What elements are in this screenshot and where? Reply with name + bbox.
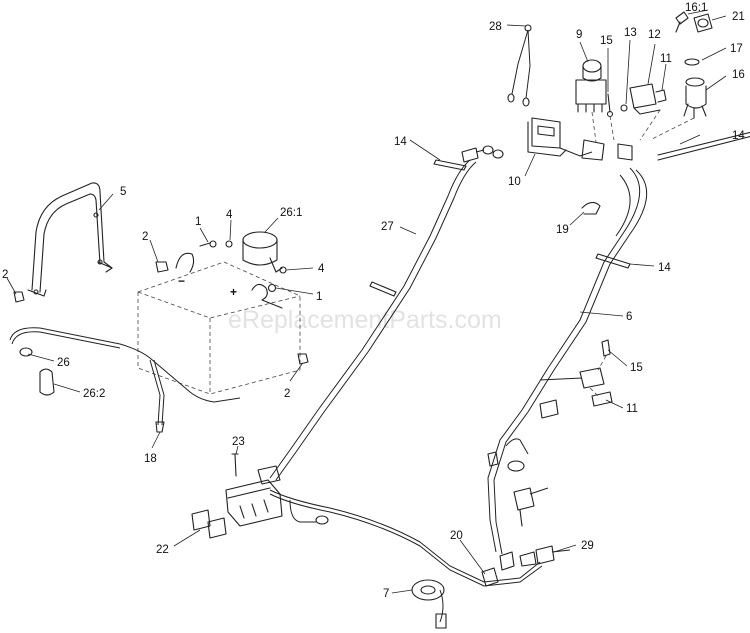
callout-28: 28: [489, 21, 502, 33]
callout-19: 19: [556, 224, 569, 236]
positive-starter-cable: [149, 359, 165, 433]
callout-14-mid: 14: [658, 262, 671, 274]
callout-29: 29: [581, 540, 594, 552]
relay-block: [191, 465, 283, 539]
battery-negative-sign: −: [178, 274, 185, 288]
harness-top-connectors: [461, 145, 504, 163]
ignition-switch: [683, 77, 707, 119]
callout-15-upper: 15: [600, 35, 613, 47]
callout-7: 7: [383, 588, 389, 600]
callout-26-2: 26:2: [83, 388, 105, 400]
callout-12: 12: [648, 29, 661, 41]
lower-switch-connectors: [539, 339, 613, 407]
assembly-leaders: [591, 109, 695, 143]
callout-21: 21: [732, 11, 745, 23]
ignition-bezel: [693, 13, 713, 33]
callout-18: 18: [144, 453, 157, 465]
callout-labels: 28 9 15 13 12 11 16:1 21 17 16 14 14 10 …: [2, 2, 745, 600]
ignition-key: [675, 11, 689, 33]
callout-6: 6: [626, 311, 632, 323]
hour-meter: [527, 117, 633, 161]
seat-switch-upper: [629, 83, 667, 115]
jumper-wire: [507, 24, 532, 107]
callout-16-1: 16:1: [685, 2, 707, 14]
battery: − +: [137, 252, 301, 395]
callout-23: 23: [232, 436, 245, 448]
pto-switch: [575, 59, 607, 113]
harness-clip: [581, 201, 601, 215]
callout-leaders: [6, 9, 727, 594]
battery-positive-sign: +: [230, 285, 237, 299]
callout-4-lower: 4: [318, 263, 325, 275]
callout-1-lower: 1: [316, 291, 322, 303]
callout-27: 27: [381, 221, 394, 233]
callout-11-lower: 11: [626, 403, 638, 415]
callout-14-right: 14: [732, 130, 745, 142]
callout-15-lower: 15: [630, 362, 643, 374]
callout-22: 22: [156, 544, 169, 556]
callout-26: 26: [57, 357, 70, 369]
harness-grommet: [411, 579, 445, 601]
callout-26-1: 26:1: [280, 207, 302, 219]
harness-mid-connectors: [487, 399, 559, 527]
callout-17: 17: [730, 43, 743, 55]
callout-2-battery: 2: [142, 231, 148, 243]
harness-connector: [481, 551, 515, 587]
ignition-nut: [684, 58, 700, 66]
relay-screw: [231, 453, 239, 477]
callout-2-strap: 2: [2, 269, 8, 281]
battery-hardware: [13, 240, 309, 365]
callout-14-top: 14: [394, 136, 407, 148]
callout-20: 20: [450, 530, 463, 542]
negative-battery-cable: [9, 327, 241, 403]
cable-ties: [369, 131, 750, 297]
main-wire-harness: [269, 159, 648, 629]
callout-1-upper: 1: [195, 216, 201, 228]
switch-washer: [620, 104, 628, 112]
battery-strap: [27, 182, 113, 297]
callout-11-upper: 11: [660, 53, 672, 65]
callout-4-upper: 4: [226, 209, 233, 221]
callout-2-lower: 2: [284, 388, 290, 400]
callout-5: 5: [120, 186, 126, 198]
switch-screw: [606, 93, 614, 118]
terminal-cover: [242, 231, 283, 273]
watermark: eReplacementParts.com: [228, 306, 502, 334]
callout-16: 16: [732, 69, 745, 81]
callout-13: 13: [624, 27, 637, 39]
callout-10: 10: [508, 176, 521, 188]
callout-9: 9: [576, 29, 582, 41]
